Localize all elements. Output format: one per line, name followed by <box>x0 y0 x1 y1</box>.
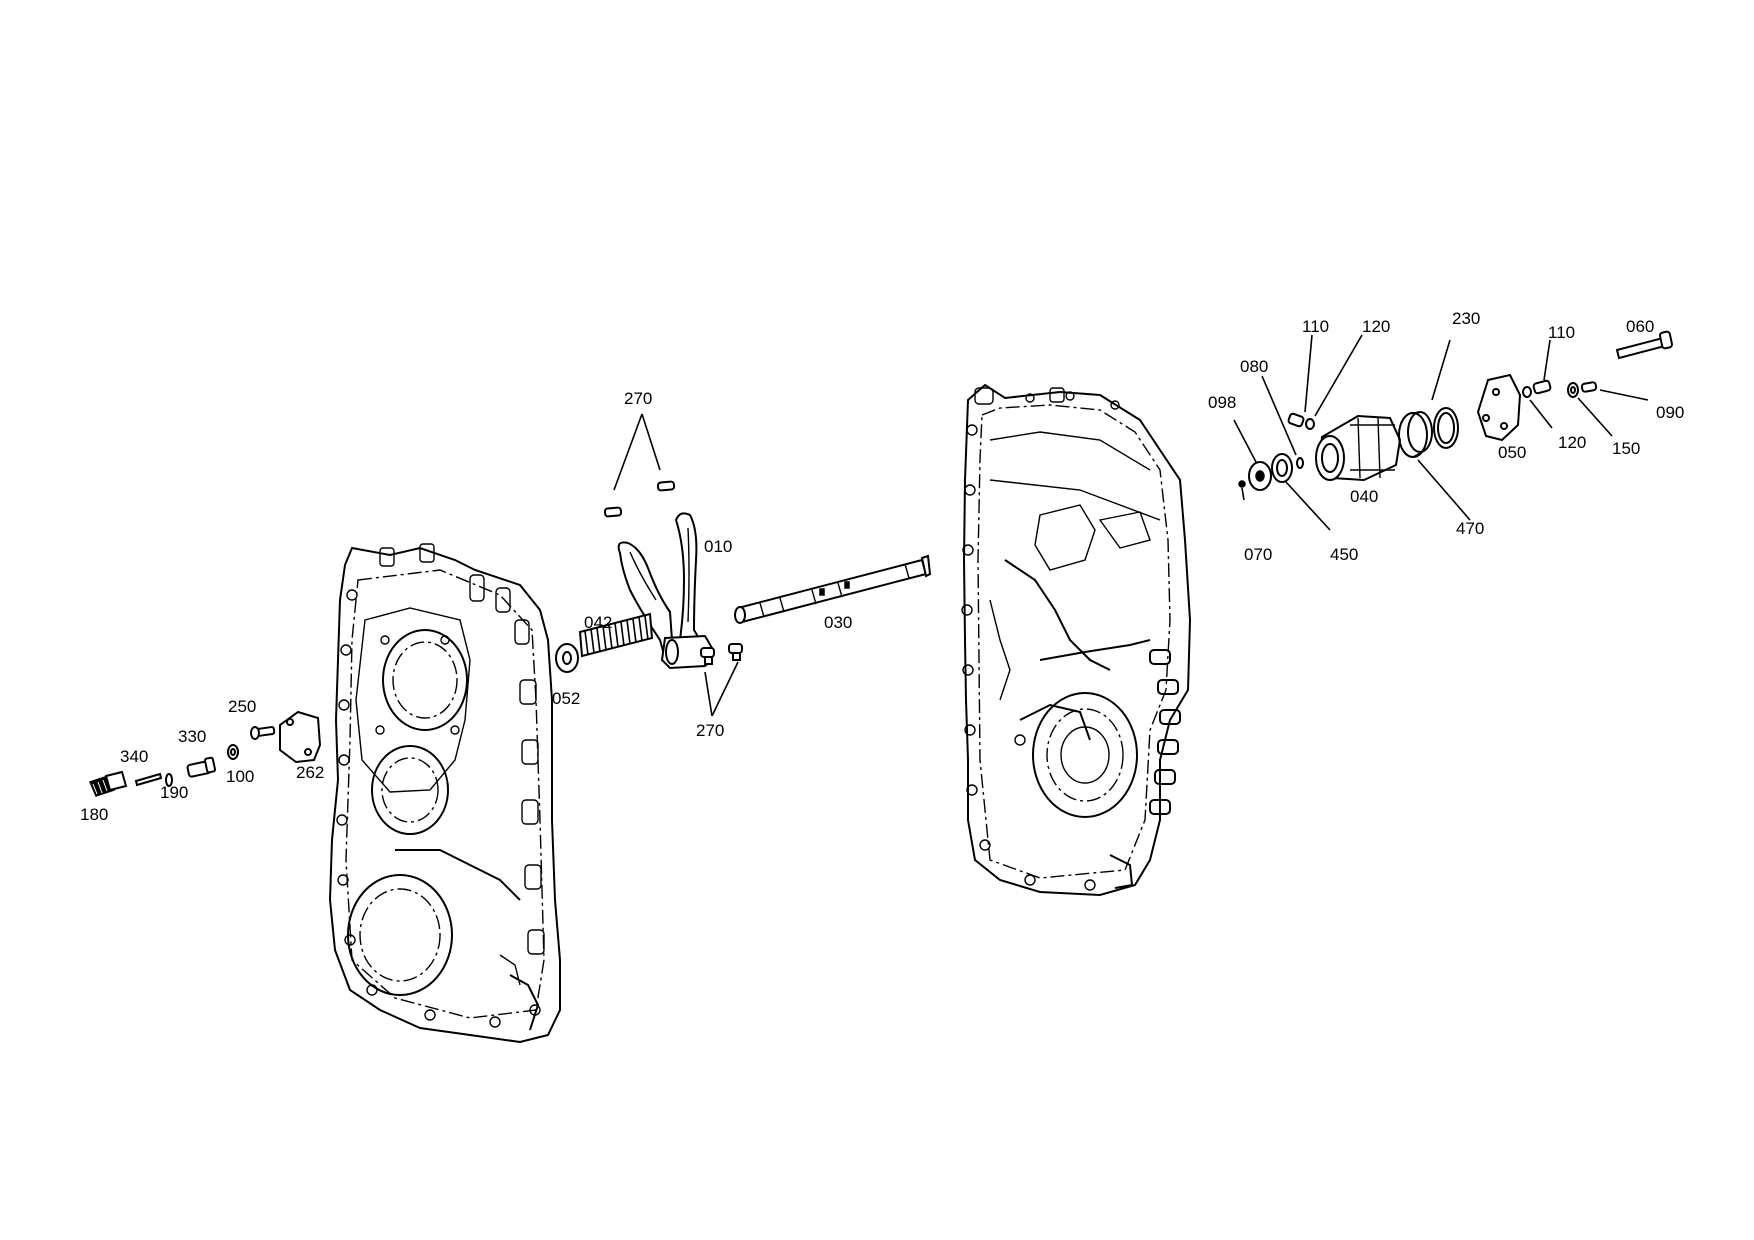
o-ring-070 <box>1238 480 1246 488</box>
screw-250 <box>250 726 276 740</box>
label-060: 060 <box>1626 317 1654 336</box>
label-030: 030 <box>824 613 852 632</box>
pin-090 <box>1580 381 1598 393</box>
pin-270-lower-right <box>728 643 743 661</box>
label-250: 250 <box>228 697 256 716</box>
plug-110-right <box>1532 379 1552 395</box>
label-120-right: 120 <box>1558 433 1586 452</box>
label-120-top: 120 <box>1362 317 1390 336</box>
o-ring-080 <box>1296 457 1304 469</box>
piston-housing-040 <box>1315 414 1402 482</box>
label-270-top: 270 <box>624 389 652 408</box>
label-110-right: 110 <box>1548 323 1575 342</box>
label-330: 330 <box>178 727 206 746</box>
label-100: 100 <box>226 767 254 786</box>
label-090: 090 <box>1656 403 1684 422</box>
label-180: 180 <box>80 805 108 824</box>
label-230: 230 <box>1452 309 1480 328</box>
label-052: 052 <box>552 689 580 708</box>
label-040: 040 <box>1350 487 1378 506</box>
cover-plate-262 <box>279 710 322 764</box>
pin-270-upper-left <box>603 506 623 518</box>
pin-270-lower-left <box>700 647 715 665</box>
sensor-180 <box>88 770 128 797</box>
label-010: 010 <box>704 537 732 556</box>
plug-330 <box>186 756 216 778</box>
plug-110-left <box>1287 412 1305 428</box>
o-ring-150 <box>1567 382 1579 398</box>
label-070: 070 <box>1244 545 1272 564</box>
label-270-bottom: 270 <box>696 721 724 740</box>
bolt-060 <box>1615 330 1673 360</box>
label-150: 150 <box>1612 439 1640 458</box>
seal-450 <box>1271 453 1293 483</box>
leader-lines <box>613 334 1649 717</box>
label-190: 190 <box>160 783 188 802</box>
washer <box>555 643 579 673</box>
label-080: 080 <box>1240 357 1268 376</box>
label-098: 098 <box>1208 393 1236 412</box>
end-cover-050 <box>1476 373 1522 442</box>
label-110-left: 110 <box>1302 317 1329 336</box>
pin-340 <box>134 772 163 787</box>
right-housing <box>961 383 1192 897</box>
label-470: 470 <box>1456 519 1484 538</box>
o-ring-100 <box>227 744 239 760</box>
o-ring-120-right <box>1522 386 1532 398</box>
pin-270-upper-right <box>656 480 676 492</box>
o-ring-190 <box>165 773 173 787</box>
washer-098 <box>1248 461 1272 491</box>
left-housing-cover <box>328 543 561 1044</box>
shift-fork <box>617 512 713 670</box>
part-labels: 270 010 042 030 052 270 250 330 340 190 … <box>80 309 1684 824</box>
label-450: 450 <box>1330 545 1358 564</box>
shift-rail-shaft <box>734 554 932 624</box>
bearing-470 <box>1398 411 1433 458</box>
o-ring-120-left <box>1305 418 1315 430</box>
compression-spring <box>578 612 654 658</box>
label-042: 042 <box>584 613 612 632</box>
label-262: 262 <box>296 763 324 782</box>
label-050: 050 <box>1498 443 1526 462</box>
label-340: 340 <box>120 747 148 766</box>
seal-ring-230 <box>1433 407 1459 449</box>
